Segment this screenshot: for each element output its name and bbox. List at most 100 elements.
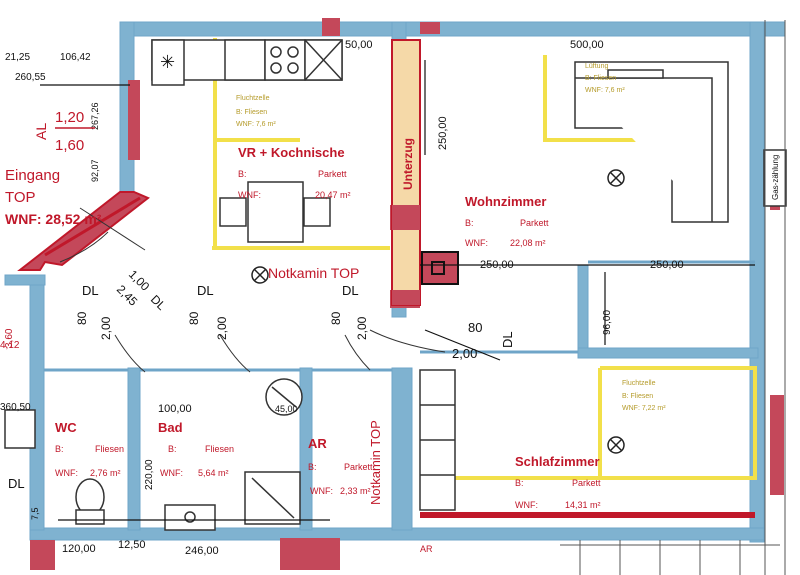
bed-annotation-3: WNF: 7,22 m²: [622, 405, 666, 412]
dim-living-v: 250,00: [437, 116, 449, 150]
al-dim-2: 1,60: [55, 137, 84, 154]
bedroom-wnf-label: WNF:: [515, 500, 538, 510]
entrance-top: TOP: [5, 189, 36, 206]
door-swings: [59, 207, 446, 373]
kitchen-wnf-label: WNF:: [238, 190, 261, 200]
living-title: Wohnzimmer: [465, 194, 546, 209]
dl-label-bed: DL: [500, 331, 515, 348]
kitchen-annotation-3: WNF: 7,6 m²: [236, 121, 276, 128]
door-wc-w: 80: [75, 311, 89, 325]
bed-upper-wall: [577, 264, 589, 358]
kitchen-wnf: 20,47 m²: [315, 190, 351, 200]
interior-walls: [44, 260, 755, 518]
wc-fixtures: [4, 409, 105, 525]
bedroom-floor: Parkett: [572, 478, 601, 488]
door-hall-h: 2,00: [452, 346, 477, 361]
bedroom-title: Schlafzimmer: [515, 454, 600, 469]
living-annotation-1: Lüftung: [585, 63, 608, 70]
dim-wc-width: 100,00: [158, 403, 192, 415]
kitchen-floor: Parkett: [318, 169, 347, 179]
left-top-wall: [4, 274, 46, 286]
dim-top-left-b: 106,42: [60, 52, 91, 63]
dim-top-left-a: 21,25: [5, 52, 30, 63]
wc-bath-wall: [127, 367, 141, 531]
gas-meter-box: [763, 149, 787, 207]
wc-title: WC: [55, 420, 77, 435]
dim-top-left-d: 267,26: [90, 102, 100, 130]
unterzug-label: Unterzug: [401, 138, 415, 190]
unterzug-beam: [391, 39, 421, 306]
dim-living-h1: 250,00: [480, 259, 514, 271]
notkamin-vertical-label: Notkamin TOP: [368, 420, 383, 505]
door-bath-w: 80: [187, 311, 201, 325]
wc-floor: Fliesen: [95, 444, 124, 454]
dim-top-left-e: 92,07: [90, 159, 100, 182]
dim-left-1: 3,60: [4, 328, 15, 348]
bath-wnf: 5,64 m²: [198, 468, 229, 478]
diagonal-entry-wall: [17, 191, 150, 271]
bed-annotation-1: Fluchtzelle: [622, 380, 656, 387]
bath-floor: Fliesen: [205, 444, 234, 454]
dl-label-wc: DL: [82, 283, 99, 298]
dining-table: [219, 181, 331, 243]
notkamin-label: Notkamin TOP: [268, 265, 359, 281]
ar-floor: Parkett: [344, 462, 373, 472]
dl-label-ar: DL: [342, 283, 359, 298]
kitchen-annotation-1: Fluchtzelle: [236, 95, 270, 102]
dim-left-2: 4,12: [0, 340, 20, 351]
top-wall: [119, 21, 786, 37]
bottom-right-grid: [560, 20, 786, 575]
door-wc-h: 2,00: [99, 316, 113, 340]
sofa: [574, 61, 729, 223]
dim-shower: 45,00: [275, 404, 298, 414]
door-ar-w: 80: [329, 311, 343, 325]
bed-annotation-2: B: Fliesen: [622, 393, 653, 400]
wc-wnf-label: WNF:: [55, 468, 78, 478]
door-bath-h: 2,00: [215, 316, 229, 340]
ar-wnf-label: WNF:: [310, 486, 333, 496]
dim-left-3: 360,50: [0, 402, 31, 413]
al-dim-1: 1,20: [55, 109, 84, 126]
door-hall-w: 80: [468, 320, 482, 335]
wc-wnf: 2,76 m²: [90, 468, 121, 478]
al-label: AL: [33, 123, 49, 140]
living-floor: Parkett: [520, 218, 549, 228]
dl-label-bath: DL: [197, 283, 214, 298]
bath-floor-label: B:: [168, 444, 177, 454]
living-annotation-3: WNF: 7,6 m²: [585, 87, 625, 94]
entrance-title: Eingang: [5, 167, 60, 184]
light-fixtures: [251, 169, 625, 454]
bath-title: Bad: [158, 420, 183, 435]
kitchen-annotation-2: B: Fliesen: [236, 109, 267, 116]
left-wall: [29, 274, 45, 531]
dim-top-mid: 50,00: [345, 39, 373, 51]
ar-title: AR: [308, 436, 327, 451]
ar-bottom-label: AR: [420, 544, 433, 554]
dim-bottom-3: 246,00: [185, 545, 219, 557]
gas-meter-label: Gas-zählung: [771, 155, 780, 200]
dim-dl-small: 7,5: [30, 507, 40, 520]
dim-bath-v: 220,00: [144, 459, 155, 490]
living-wnf: 22,08 m²: [510, 238, 546, 248]
kitchen-counter: [151, 39, 343, 86]
entrance-wnf: WNF: 28,52 m²: [5, 211, 102, 227]
ar-floor-label: B:: [308, 462, 317, 472]
kitchen-floor-label: B:: [238, 169, 247, 179]
ar-right-wall: [391, 367, 413, 531]
wardrobe: [419, 369, 456, 511]
dl-label-left: DL: [8, 476, 25, 491]
dim-top-right: 500,00: [570, 39, 604, 51]
bedroom-wnf: 14,31 m²: [565, 500, 601, 510]
asterisk-icon: ✳: [160, 52, 175, 72]
dim-living-h2: 250,00: [650, 259, 684, 271]
dim-top-left-c: 260,55: [15, 72, 46, 83]
dim-bottom-2: 12,50: [118, 539, 146, 551]
living-floor-label: B:: [465, 218, 474, 228]
dim-bottom-1: 120,00: [62, 543, 96, 555]
dim-bed-v: 96,00: [602, 310, 613, 335]
wc-floor-label: B:: [55, 444, 64, 454]
bath-wnf-label: WNF:: [160, 468, 183, 478]
living-wnf-label: WNF:: [465, 238, 488, 248]
